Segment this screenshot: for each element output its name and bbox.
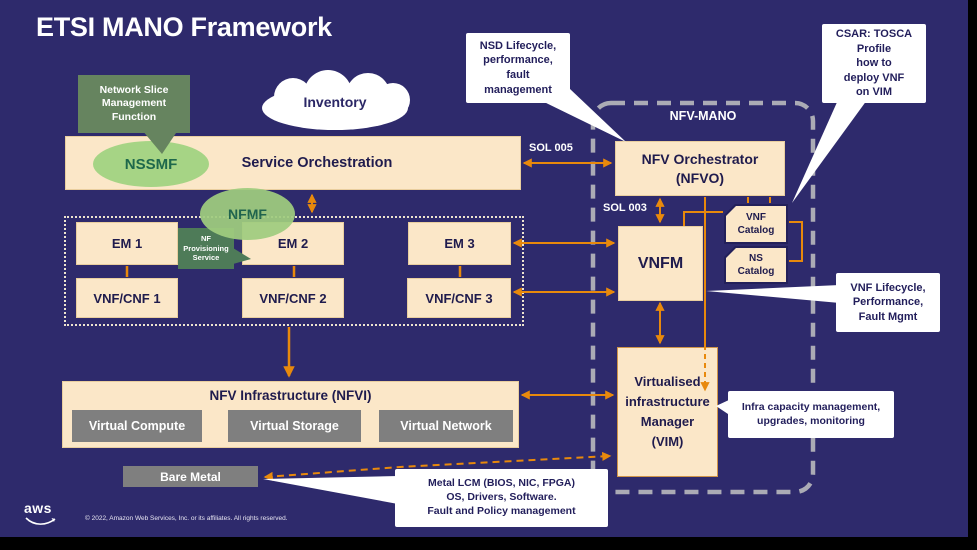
nssmf-ellipse: NSSMF — [93, 141, 209, 187]
em1-box: EM 1 — [76, 222, 178, 265]
vnf-lifecycle-callout: VNF Lifecycle, Performance, Fault Mgmt — [836, 273, 940, 332]
em2-box: EM 2 — [242, 222, 344, 265]
vnf-catalog-box: VNF Catalog — [724, 204, 788, 244]
vim-box: Virtualised infrastructure Manager (VIM) — [617, 347, 718, 477]
bottom-letterbox-bar — [0, 537, 977, 550]
page-title: ETSI MANO Framework — [36, 12, 332, 42]
line-vnfm-vnfcatalog — [683, 211, 723, 226]
aws-logo-text: aws — [24, 500, 52, 516]
inventory-cloud: Inventory — [258, 70, 412, 134]
service-orchestration-label: Service Orchestration — [241, 155, 393, 171]
em3-box: EM 3 — [408, 222, 511, 265]
nfvi-label: NFV Infrastructure (NFVI) — [209, 388, 372, 403]
vnfm-box: VNFM — [618, 226, 703, 301]
aws-logo: aws — [24, 501, 68, 531]
cloud-puff — [304, 70, 352, 118]
csar-callout: CSAR: TOSCA Profile how to deploy VNF on… — [822, 24, 926, 103]
virtual-network-box: Virtual Network — [379, 410, 513, 442]
network-slice-mgmt-function-box: Network Slice Management Function — [78, 75, 190, 133]
aws-smile-icon — [25, 517, 56, 525]
vnf-cnf2-box: VNF/CNF 2 — [242, 278, 344, 318]
nfv-mano-label: NFV-MANO — [669, 109, 737, 123]
inventory-label: Inventory — [303, 94, 367, 110]
right-letterbox-bar — [968, 0, 977, 550]
vnf-lifecycle-callout-tail — [706, 285, 840, 303]
vnf-cnf3-box: VNF/CNF 3 — [407, 278, 511, 318]
cloud-puff — [376, 83, 410, 117]
vnf-catalog-label: VNF Catalog — [726, 206, 786, 242]
copyright-text: © 2022, Amazon Web Services, Inc. or its… — [85, 515, 288, 522]
ns-catalog-label: NS Catalog — [726, 248, 786, 282]
vnf-cnf1-box: VNF/CNF 1 — [76, 278, 178, 318]
nfvo-box: NFV Orchestrator (NFVO) — [615, 141, 785, 196]
virtual-storage-box: Virtual Storage — [228, 410, 361, 442]
metal-lcm-callout: Metal LCM (BIOS, NIC, FPGA) OS, Drivers,… — [395, 469, 608, 527]
sol005-label: SOL 005 — [529, 142, 573, 154]
nsd-callout: NSD Lifecycle, performance, fault manage… — [466, 33, 570, 103]
metal-callout-tail — [263, 476, 398, 504]
virtual-compute-box: Virtual Compute — [72, 410, 202, 442]
bracket-catalogs — [789, 221, 803, 262]
nfmf-ellipse: NFMF — [200, 188, 295, 240]
bare-metal-box: Bare Metal — [123, 466, 258, 487]
ns-catalog-box: NS Catalog — [724, 246, 788, 284]
sol003-label: SOL 003 — [603, 202, 647, 214]
infra-capacity-callout: Infra capacity management, upgrades, mon… — [728, 391, 894, 438]
